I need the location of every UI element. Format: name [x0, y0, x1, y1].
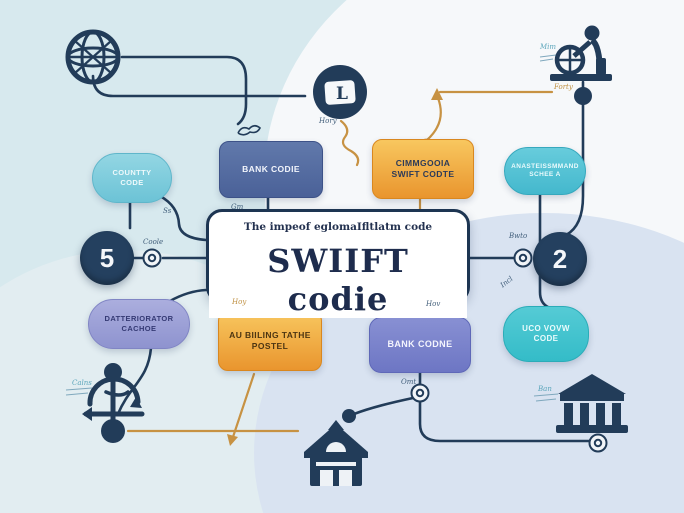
caption-scribbles — [65, 54, 559, 402]
label-mim: Mim — [540, 43, 557, 51]
wire-country-to-center — [158, 194, 208, 242]
step-badge-5: 5 — [80, 231, 134, 285]
billing-portal-box: AU BIILING TATHE POSTEL — [218, 311, 322, 371]
center-title: SWIIFT codie — [209, 242, 467, 318]
label-omt: Omt — [401, 378, 417, 386]
label-gm: Gm — [231, 203, 244, 211]
label-hov: Hov — [426, 300, 441, 308]
wire-globe-to-bankcode — [120, 55, 248, 126]
label-ban: Ban — [538, 385, 552, 393]
center-title-text: SWIIFT codie — [209, 242, 467, 318]
dot-nodes — [101, 87, 592, 443]
bank-code-bottom-label: BANK CODNE — [387, 339, 453, 350]
uco-code-box: UCO VOVW CODE — [503, 306, 589, 362]
country-code-box: COUNTTY CODE — [92, 153, 172, 203]
person-spinning-wheel-icon — [544, 22, 620, 89]
wire-orange-diagonal — [231, 372, 256, 439]
wire-deterior-to-center — [168, 288, 208, 303]
swift-code-box: CIMMGOOIA SWIFT CODTE — [372, 139, 474, 199]
bank-code-bottom-box: BANK CODNE — [369, 317, 471, 373]
arrowhead-down-left — [227, 434, 238, 446]
deterior-code-box: DATTERIORATOR CACHOE — [88, 299, 190, 349]
ring-nodes — [142, 248, 608, 453]
bank-code-top-label: BANK CODIE — [242, 163, 300, 174]
center-subtitle: The impeof eglomaIfltlatm code — [243, 221, 433, 233]
wire-deterior-to-person — [116, 346, 153, 416]
schema-label: ANASTEISSMMAND SCHEE A — [511, 162, 579, 178]
deterior-code-label: DATTERIORATOR CACHOE — [104, 314, 174, 333]
swift-code-center-card: The impeof eglomaIfltlatm code SWIIFT co… — [206, 209, 470, 318]
label-forty: Forty — [554, 83, 573, 91]
label-coole: Coole — [143, 238, 164, 246]
bank-icon — [554, 372, 630, 439]
bank-code-top-box: BANK CODIE — [219, 141, 323, 198]
billing-portal-label: AU BIILING TATHE POSTEL — [229, 329, 311, 351]
uco-code-label: UCO VOVW CODE — [522, 323, 570, 343]
l-document-icon: L — [312, 64, 368, 125]
l-letter: L — [336, 84, 348, 104]
handshake-icon — [237, 124, 261, 136]
country-code-label: COUNTTY CODE — [112, 168, 152, 187]
wire-bankbottom-to-banknode — [418, 367, 591, 443]
wire-orange-up-arrow — [425, 96, 442, 142]
person-wheel-icon — [76, 362, 152, 433]
label-hoy: Hoy — [232, 298, 247, 306]
swift-code-label: CIMMGOOIA SWIFT CODTE — [391, 157, 455, 179]
arrowhead-up — [431, 88, 443, 100]
wire-node-to-barn — [352, 396, 415, 416]
wire-orange-squiggle — [339, 119, 360, 167]
step-badge-2: 2 — [533, 232, 587, 286]
schema-box: ANASTEISSMMAND SCHEE A — [504, 147, 586, 195]
globe-icon — [60, 24, 126, 95]
label-ss: Ss — [163, 207, 172, 215]
label-calns: Calns — [72, 379, 92, 387]
barn-icon — [302, 418, 370, 493]
label-bwto: Bwto — [509, 232, 528, 240]
label-hory: Hory — [319, 117, 337, 125]
